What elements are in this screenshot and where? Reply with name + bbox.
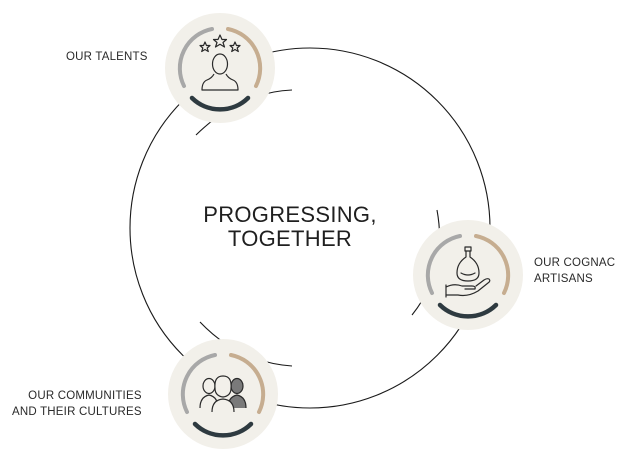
label-line: OUR COGNAC bbox=[534, 257, 616, 269]
arc-grey bbox=[177, 27, 214, 88]
badge-cognac bbox=[413, 220, 523, 330]
arc-dark bbox=[192, 421, 254, 438]
label-line: ARTISANS bbox=[534, 273, 593, 285]
people-group-icon bbox=[199, 375, 247, 413]
arc-beige bbox=[474, 234, 511, 295]
badge-communities bbox=[168, 339, 278, 449]
label-line: AND THEIR CULTURES bbox=[12, 406, 142, 418]
arc-dark bbox=[189, 95, 251, 112]
badge-talents bbox=[165, 13, 275, 123]
hand-cognac-bottle-icon bbox=[445, 246, 491, 298]
person-stars-icon bbox=[199, 34, 241, 91]
arc-beige bbox=[229, 353, 266, 414]
arc-grey bbox=[180, 353, 217, 414]
label-our-talents: OUR TALENTS bbox=[66, 49, 148, 65]
center-title: PROGRESSING, TOGETHER bbox=[175, 203, 405, 251]
arc-dark bbox=[437, 302, 499, 319]
label-line: OUR COMMUNITIES bbox=[28, 390, 142, 402]
label-our-cognac-artisans: OUR COGNAC ARTISANS bbox=[534, 255, 615, 287]
label-our-communities: OUR COMMUNITIES AND THEIR CULTURES bbox=[12, 388, 142, 420]
label-line: OUR TALENTS bbox=[66, 51, 148, 63]
arc-grey bbox=[425, 234, 462, 295]
center-title-line-1: PROGRESSING, bbox=[203, 202, 377, 227]
arc-beige bbox=[226, 27, 263, 88]
center-title-line-2: TOGETHER bbox=[227, 226, 353, 251]
